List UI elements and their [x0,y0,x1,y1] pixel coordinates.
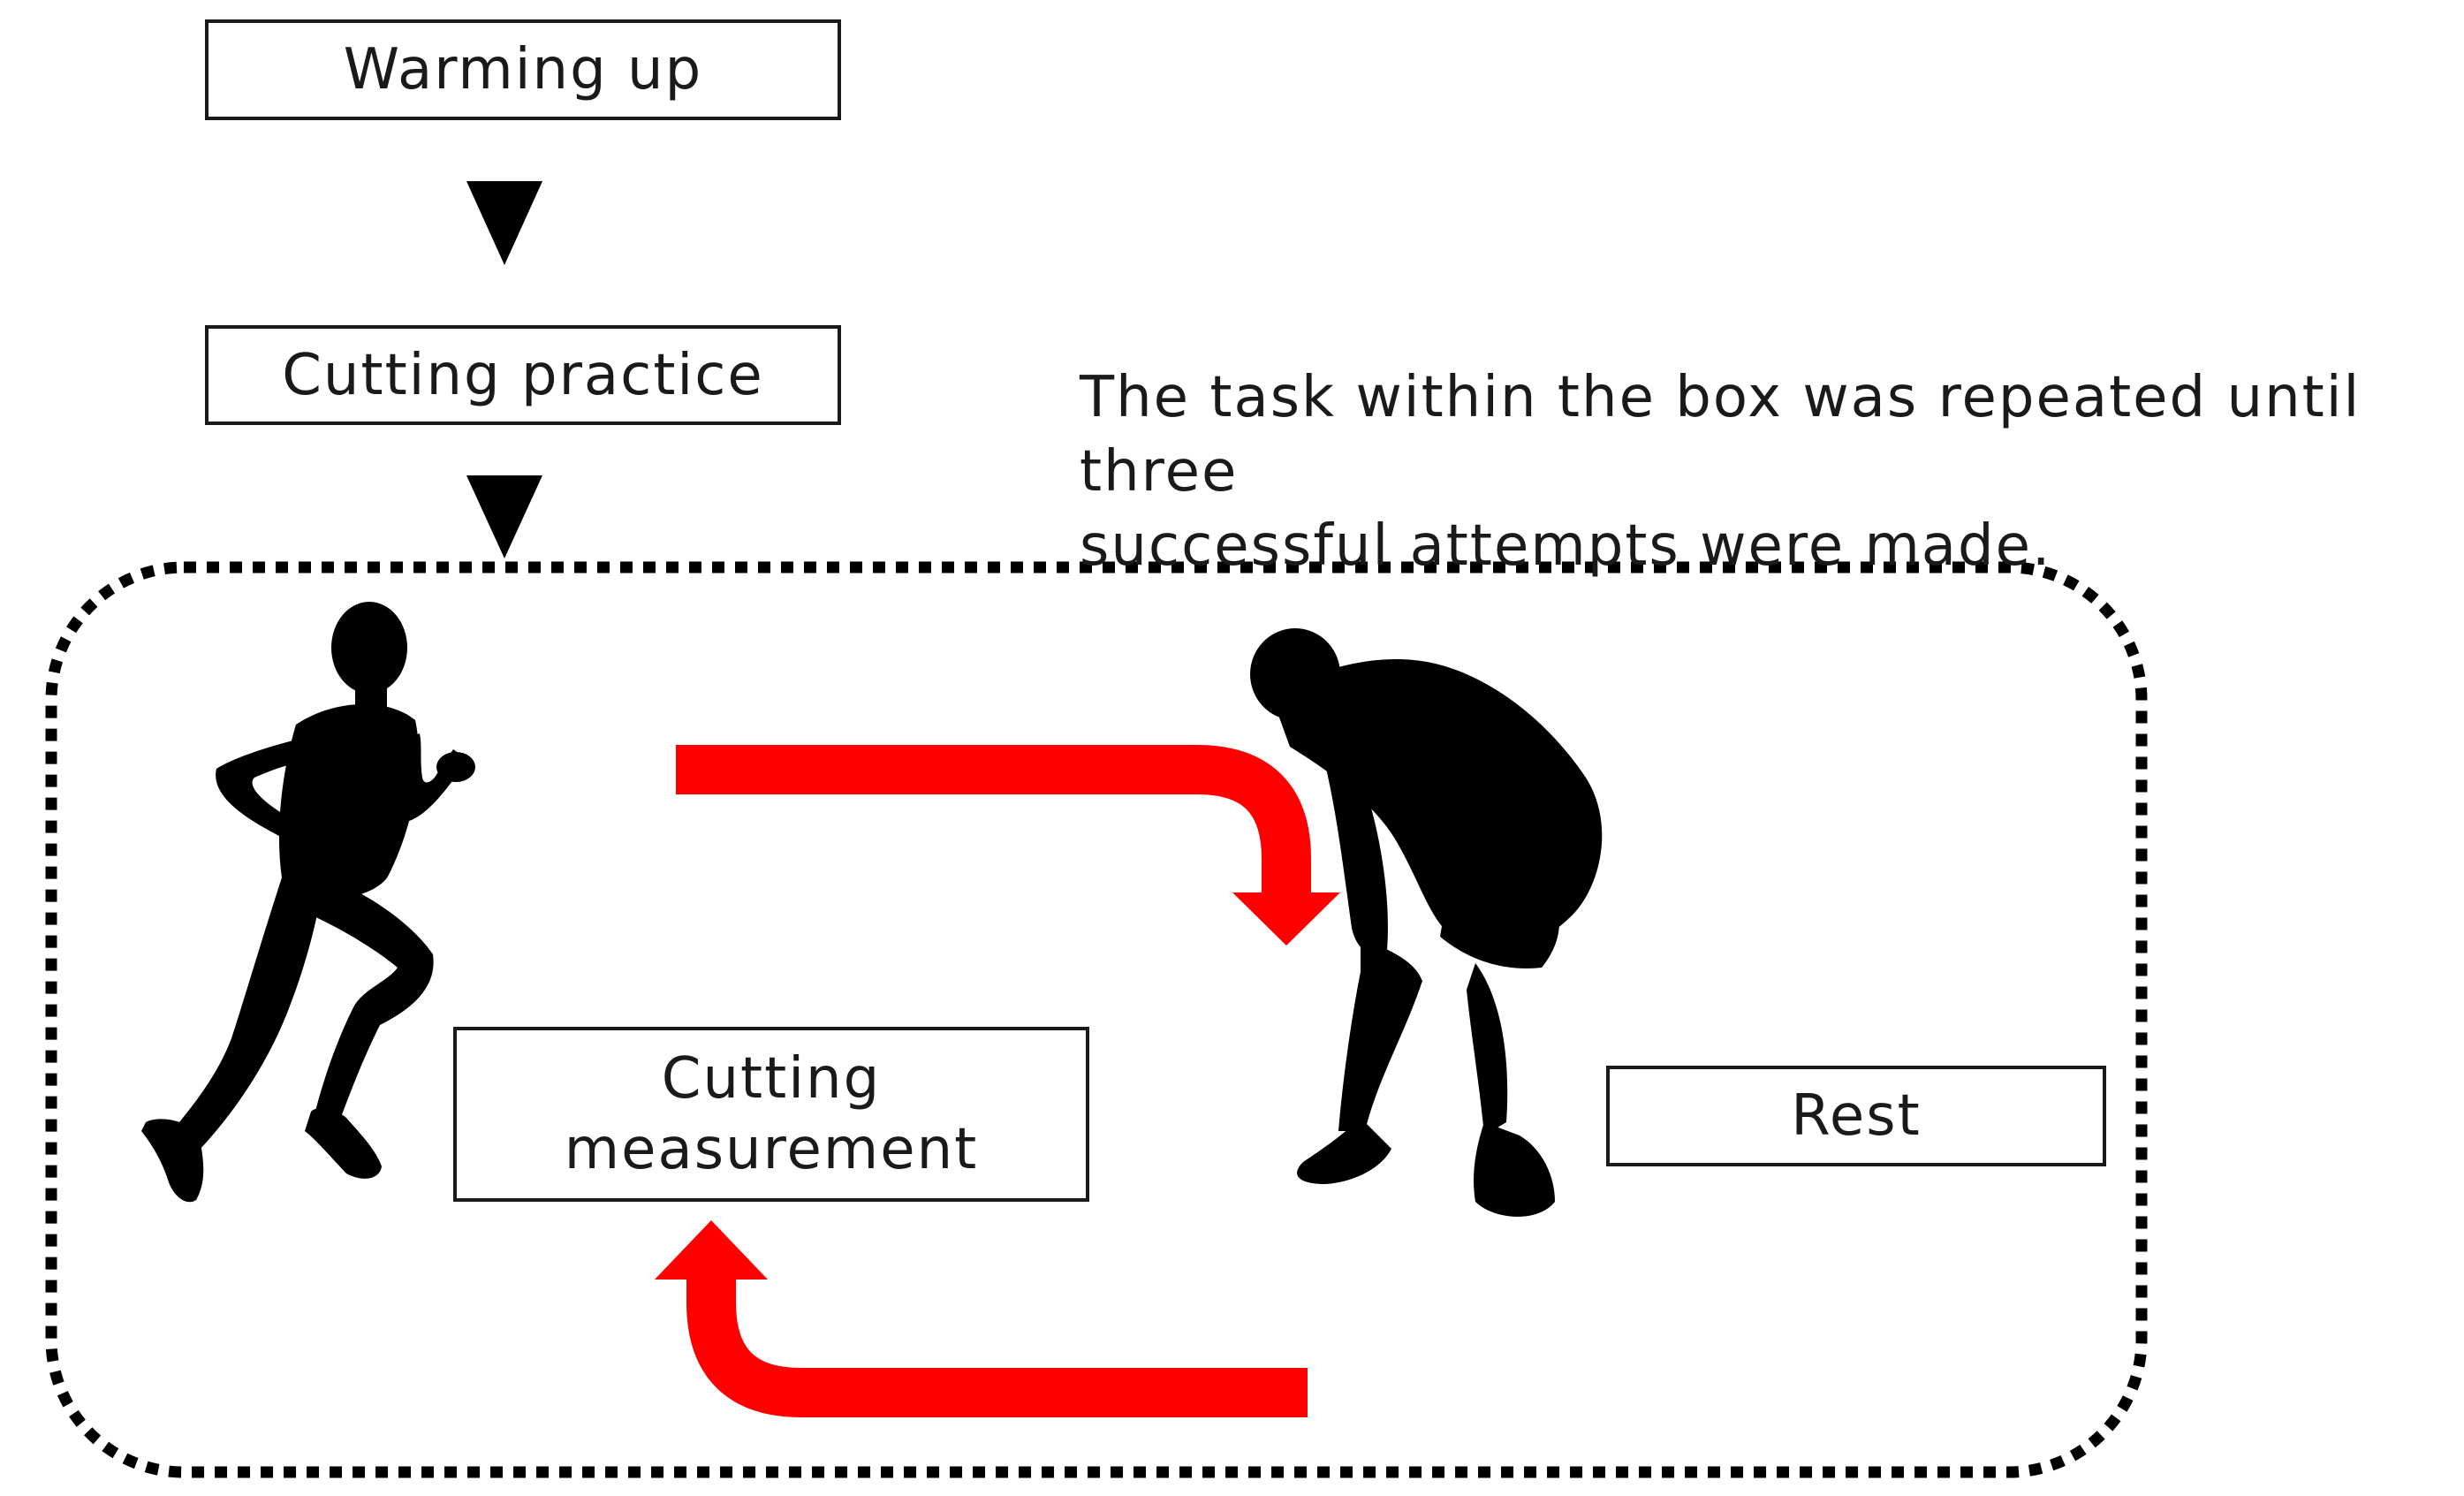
loop-arrow-to-measurement [655,1220,1308,1417]
running-person-silhouette-icon [141,602,475,1203]
step-cutting-practice: Cutting practice [205,325,841,425]
repeat-note: The task within the box was repeated unt… [1080,365,2362,579]
flow-arrow-2 [466,475,542,558]
step-rest: Rest [1606,1066,2106,1166]
flow-arrow-1 [466,181,542,265]
step-cutting-measurement: Cutting measurement [453,1027,1089,1202]
step-warming-up: Warming up [205,19,841,120]
repeat-box [45,561,2148,1478]
loop-arrow-to-rest [676,745,1340,945]
bent-over-resting-person-silhouette-icon [1250,628,1603,1217]
